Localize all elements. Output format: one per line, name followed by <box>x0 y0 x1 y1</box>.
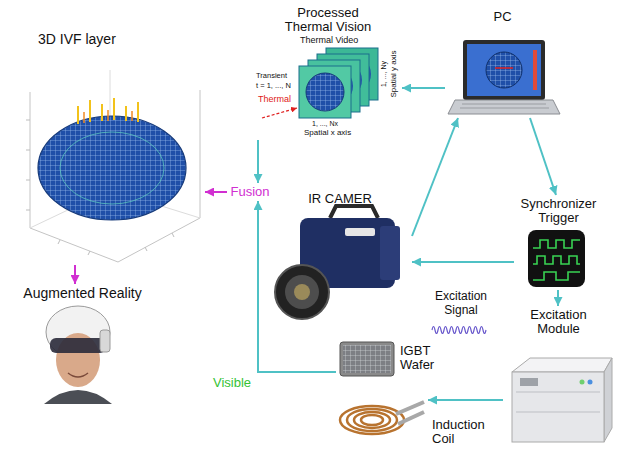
connector-arrow <box>402 87 445 89</box>
connector-arrow <box>74 265 76 284</box>
igbt-wafer: IGBT Wafer <box>336 336 446 380</box>
ir-camera: IR CAMER <box>268 190 412 332</box>
ivf-3d-plot <box>26 70 200 262</box>
ir-camera-illustration <box>275 206 400 319</box>
connector-arrow <box>428 399 503 401</box>
figure-label: t = 1, ..., N <box>256 82 291 90</box>
connector-label: Excitation Signal <box>424 290 498 318</box>
node-label: PC <box>493 10 511 24</box>
node-label: Induction Coil <box>432 418 494 446</box>
igbt-wafer-illustration <box>340 342 394 376</box>
augmented-reality-person <box>44 306 112 404</box>
augmented-reality: Augmented Reality <box>15 284 150 406</box>
connector-arrow <box>412 261 514 263</box>
axis-label: Spatial y axis <box>390 50 399 97</box>
connector-arrow <box>258 201 336 372</box>
fusion-junction: Fusion <box>227 183 273 201</box>
pc-laptop: PC <box>445 8 560 118</box>
figure-label: Spatial x axis <box>304 129 351 138</box>
node-label: Processed Thermal Vision <box>272 6 384 34</box>
node-label: Fusion <box>230 185 269 199</box>
laptop-illustration <box>448 40 560 114</box>
figure-label: Thermal <box>258 95 291 105</box>
connector-arrow <box>530 118 556 195</box>
connector-arrow <box>257 140 259 183</box>
figure-label: 1, ..., Nx <box>312 120 338 128</box>
synchronizer-trigger: Synchronizer Trigger <box>514 195 603 290</box>
induction-coil-illustration <box>340 402 424 434</box>
figure-label: Thermal Video <box>300 36 358 46</box>
figure-label: Transient <box>256 72 287 80</box>
server-illustration <box>512 358 612 442</box>
connector-arrow <box>557 290 559 306</box>
node-label: 3D IVF layer <box>38 32 116 46</box>
node-label: IGBT Wafer <box>400 344 444 372</box>
excitation-wave <box>432 327 486 334</box>
node-label: Augmented Reality <box>23 286 141 300</box>
connector-arrow <box>412 118 458 236</box>
node-label: Excitation Module <box>519 308 599 336</box>
connector-arrow <box>205 191 227 193</box>
synchronizer-icon <box>528 230 585 287</box>
node-label: Synchronizer Trigger <box>516 197 601 225</box>
axis-label: 1, ..., Ny <box>380 61 388 87</box>
node-label: IR CAMER <box>308 192 372 206</box>
induction-coil: Induction Coil <box>336 382 428 455</box>
excitation-module: Excitation Module <box>503 306 614 456</box>
ivf-layer-plot: 3D IVF layer <box>8 30 205 265</box>
connector-label: Visible <box>212 376 252 391</box>
